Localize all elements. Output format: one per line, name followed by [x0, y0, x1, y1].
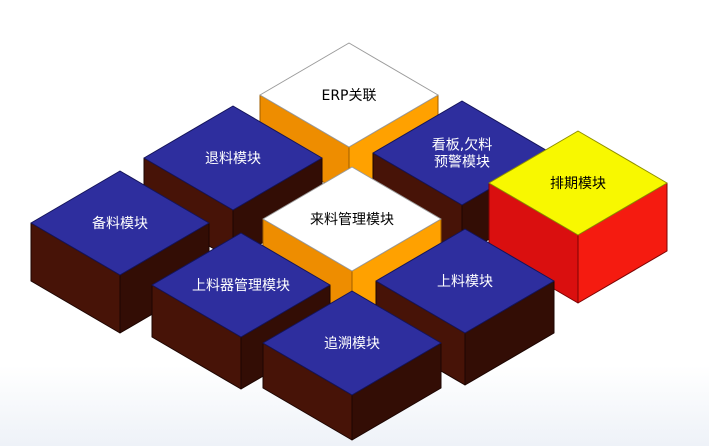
block-scheduling-top-face — [488, 130, 668, 236]
block-return-material-top-face — [143, 105, 323, 211]
block-return-material: 退料模块 — [143, 105, 323, 261]
block-kanban-shortage-warning-label: 看板,欠料预警模块 — [432, 138, 492, 171]
block-erp-link-label: ERP关联 — [321, 88, 376, 104]
block-feeder-mgmt-label: 上料器管理模块 — [192, 278, 290, 294]
block-incoming-material-mgmt-top-face — [262, 166, 442, 272]
block-material-preparation-label: 备料模块 — [92, 215, 148, 232]
block-traceability: 追溯模块 — [262, 290, 442, 441]
block-feeder-mgmt-top-face — [151, 232, 331, 338]
block-loading-label: 上料模块 — [437, 274, 493, 290]
block-loading-top-face — [375, 228, 555, 334]
block-traceability-label: 追溯模块 — [324, 336, 380, 352]
block-scheduling-label: 排期模块 — [550, 176, 606, 192]
block-scheduling: 排期模块 — [488, 130, 668, 304]
block-feeder-mgmt: 上料器管理模块 — [151, 232, 331, 390]
block-return-material-label: 退料模块 — [205, 151, 261, 167]
block-traceability-top-face — [262, 290, 442, 396]
block-incoming-material-mgmt-label: 来料管理模块 — [310, 212, 394, 228]
block-erp-link-top-face — [259, 42, 439, 148]
block-material-preparation-top-face — [30, 170, 210, 276]
